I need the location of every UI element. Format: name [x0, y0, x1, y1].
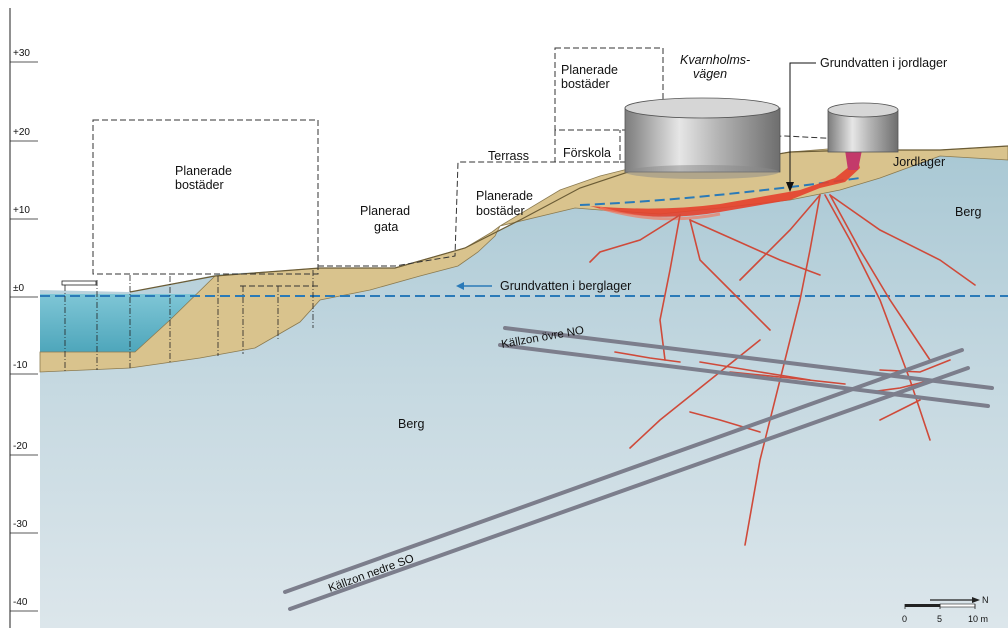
label-berg-right: Berg — [955, 205, 981, 219]
contamination-plume — [590, 150, 860, 217]
label-kvarnholmsvagen: vägen — [693, 67, 727, 81]
label-terrass: Terrass — [488, 149, 529, 163]
axis-tick-label: ±0 — [13, 283, 24, 294]
scale-bar — [904, 597, 980, 609]
label-planerade-bostader-mid: Planerade — [476, 189, 533, 203]
contamination-plume-glow — [599, 206, 721, 221]
label-grundvatten-berglager: Grundvatten i berglager — [500, 279, 631, 293]
label-berg-center: Berg — [398, 417, 424, 431]
scale-north-label: N — [982, 595, 989, 605]
scale-tick-label: 5 — [937, 614, 942, 624]
axis-tick-label: +30 — [13, 48, 30, 59]
callout-grundvatten-jordlager — [789, 62, 816, 188]
tank-small — [827, 102, 899, 153]
scale-tick-label: 10 m — [968, 614, 988, 624]
bedrock-area — [40, 150, 1008, 628]
label-planerade-bostader-left: Planerade — [175, 164, 232, 178]
label-planerad-gata: gata — [374, 220, 398, 234]
water-body — [40, 294, 210, 352]
axis-tick-label: -20 — [13, 441, 28, 452]
label-kvarnholmsvagen: Kvarnholms- — [680, 53, 750, 67]
axis-tick-label: +10 — [13, 205, 30, 216]
callout-arrowhead — [786, 182, 794, 192]
label-grundvatten-jordlager: Grundvatten i jordlager — [820, 56, 947, 70]
label-forskola: Förskola — [563, 146, 611, 160]
kallzon-nedre-bars — [283, 348, 970, 611]
elevation-axis — [9, 8, 38, 628]
label-planerad-gata: Planerad — [360, 204, 410, 218]
contamination-source — [845, 150, 862, 170]
axis-tick-label: +20 — [13, 127, 30, 138]
label-planerade-bostader-top: Planerade — [561, 63, 618, 77]
foundation-piles — [64, 270, 314, 372]
label-planerade-bostader-top: bostäder — [561, 77, 610, 91]
tank-large — [624, 97, 781, 179]
contamination-fractures — [589, 194, 976, 546]
label-planerade-bostader-left: bostäder — [175, 178, 224, 192]
label-jordlager: Jordlager — [893, 155, 945, 169]
scale-tick-label: 0 — [902, 614, 907, 624]
label-planerade-bostader-mid: bostäder — [476, 204, 525, 218]
axis-tick-label: -10 — [13, 360, 28, 371]
kallzon-ovre-bars — [498, 326, 994, 408]
axis-tick-label: -30 — [13, 519, 28, 530]
pile-cap — [61, 280, 97, 286]
axis-tick-label: -40 — [13, 597, 28, 608]
arrowhead-grundvatten-berglager — [456, 282, 464, 290]
